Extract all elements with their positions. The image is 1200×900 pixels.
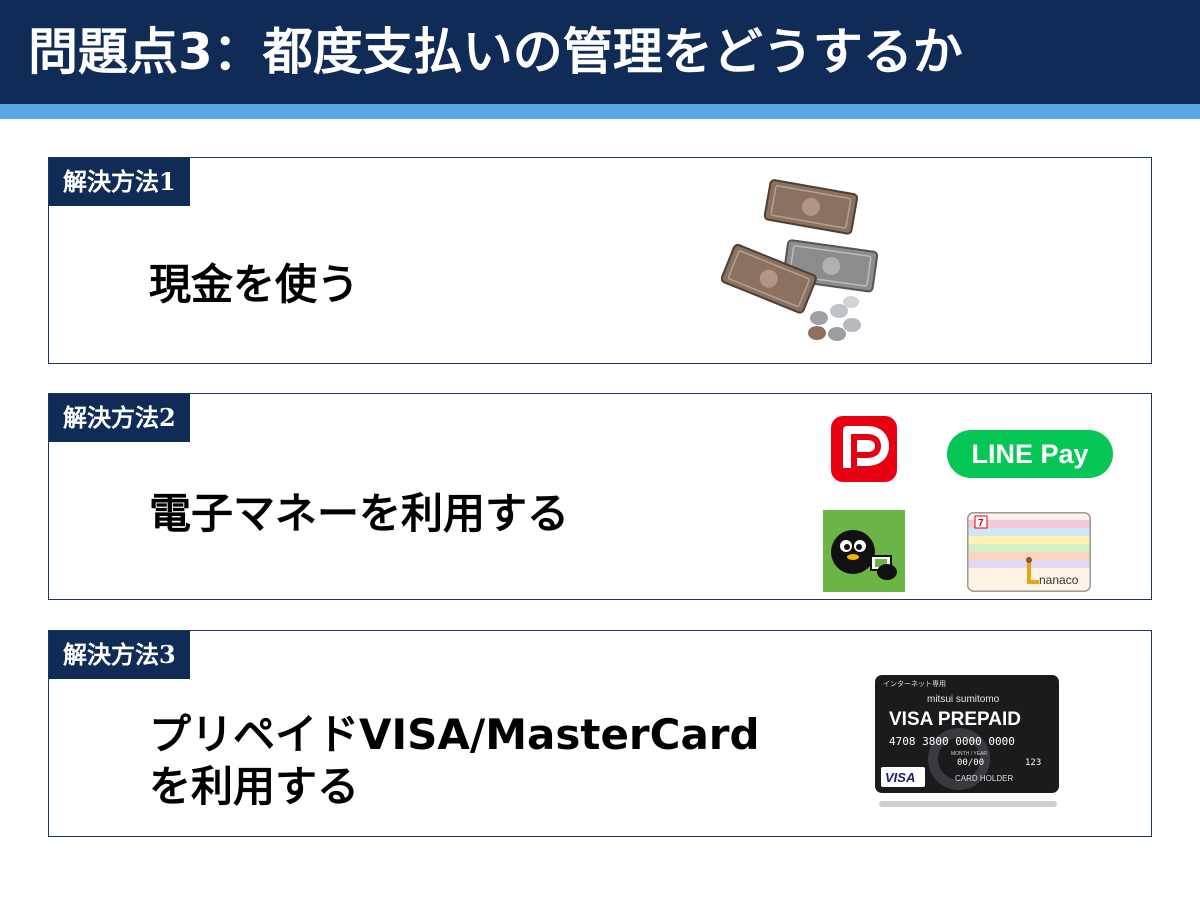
- visa-prepaid-card-icon: インターネット専用 mitsui sumitomo VISA PREPAID 4…: [875, 675, 1059, 807]
- linepay-logo-text: LINE Pay: [971, 439, 1089, 469]
- card-brand-logo: VISA: [885, 770, 915, 785]
- solution-3-text: プリペイドVISA/MasterCard を利用する: [149, 709, 760, 813]
- card-product-name: VISA PREPAID: [889, 709, 1021, 730]
- solution-1-text: 現金を使う: [149, 259, 359, 311]
- solution-3-panel: 解決方法3 プリペイドVISA/MasterCard を利用する インターネット…: [48, 630, 1152, 837]
- nanaco-label: nanaco: [1039, 573, 1079, 587]
- nanaco-seven-mark: 7: [978, 518, 984, 529]
- solution-1-panel: 解決方法1 現金を使う: [48, 157, 1152, 364]
- card-code: 123: [1025, 758, 1041, 768]
- linepay-logo: LINE Pay: [947, 430, 1113, 478]
- solution-2-panel: 解決方法2 電子マネーを利用する LINE Pay: [48, 393, 1152, 600]
- solution-2-text: 電子マネーを利用する: [149, 488, 569, 540]
- page-title: 問題点3：都度支払いの管理をどうするか: [28, 23, 963, 81]
- solution-1-text-line: 現金を使う: [149, 260, 360, 309]
- solution-3-badge: 解決方法3: [49, 631, 190, 679]
- solution-2-badge: 解決方法2: [49, 394, 190, 442]
- solution-2-text-line: 電子マネーを利用する: [149, 489, 570, 538]
- cash-icon: [721, 179, 879, 341]
- card-holder: CARD HOLDER: [955, 774, 1013, 783]
- solution-1-badge: 解決方法1: [49, 158, 190, 206]
- card-small-label: インターネット専用: [883, 679, 946, 688]
- suica-logo-icon: [823, 510, 905, 592]
- title-accent-stripe: [0, 104, 1200, 119]
- card-issuer: mitsui sumitomo: [927, 694, 1000, 705]
- title-bar: 問題点3：都度支払いの管理をどうするか: [0, 0, 1200, 104]
- solution-3-text-line-2: を利用する: [149, 762, 360, 811]
- paypay-logo-icon: [831, 416, 897, 482]
- card-expiry: 00/00: [957, 758, 984, 768]
- nanaco-card-icon: 7 nanaco: [967, 512, 1091, 592]
- card-number: 4708 3800 0000 0000: [889, 735, 1015, 748]
- card-expiry-caption: MONTH / YEAR: [951, 751, 987, 757]
- solution-3-text-line-1: プリペイドVISA/MasterCard: [149, 710, 760, 759]
